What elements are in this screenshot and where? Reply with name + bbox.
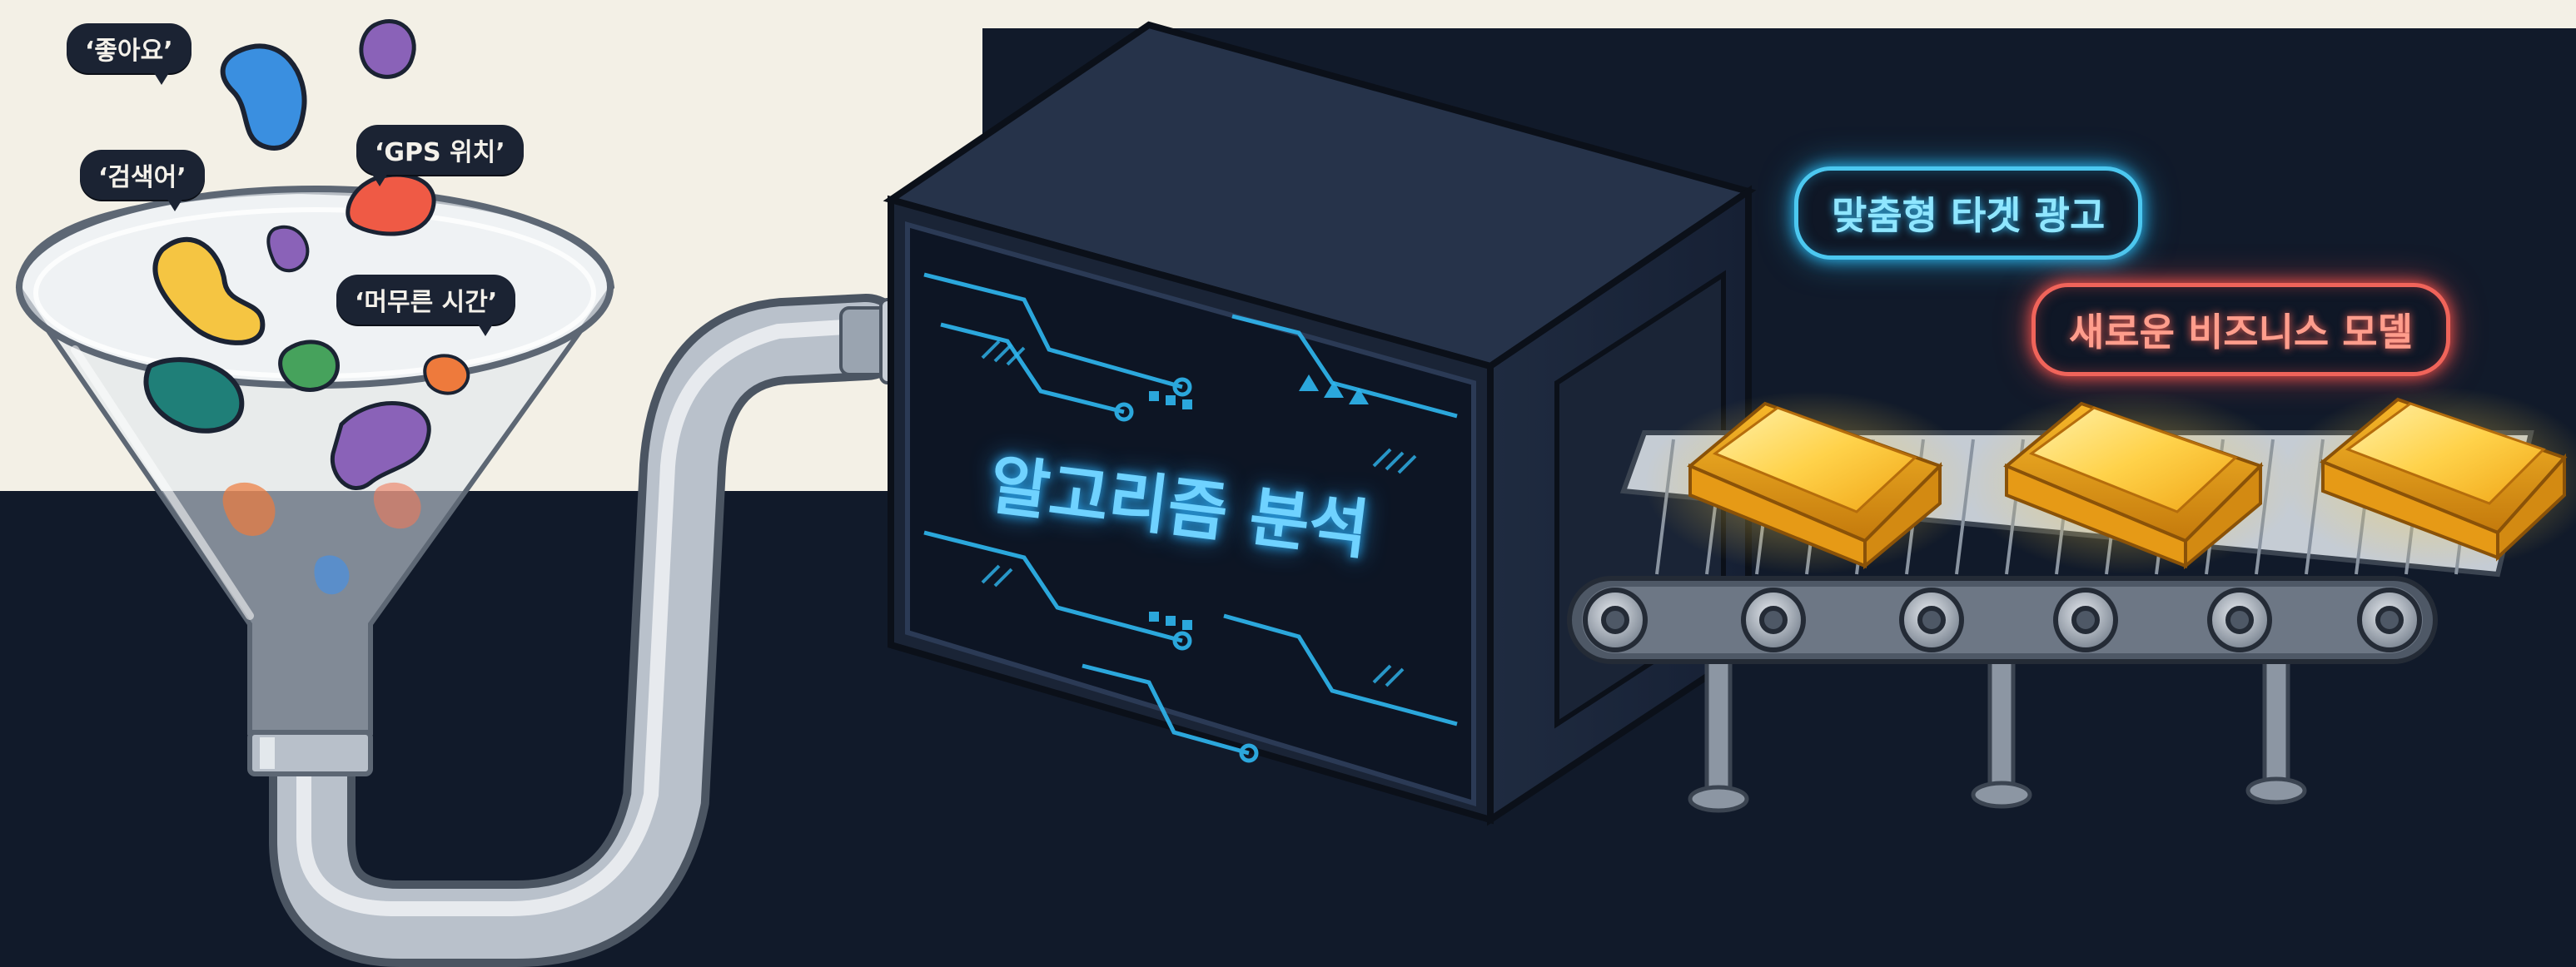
- blob-orange: [425, 355, 468, 393]
- output-targeted-ads: 맞춤형 타겟 광고: [1794, 166, 2142, 260]
- gold-bar-2: [1965, 391, 2298, 574]
- gold-bars: [1644, 387, 2576, 574]
- label-like: ‘좋아요’: [67, 23, 191, 73]
- label-search-query: ‘검색어’: [80, 150, 205, 200]
- label-gps-location: ‘GPS 위치’: [356, 125, 524, 175]
- blob-green: [281, 342, 338, 390]
- blob-purple-small: [268, 227, 307, 271]
- output-new-business-model: 새로운 비즈니스 모델: [2031, 283, 2450, 376]
- label-dwell-time: ‘머무른 시간’: [336, 275, 515, 325]
- blob-purple-top: [361, 22, 414, 77]
- gold-bar-1: [1644, 391, 1977, 574]
